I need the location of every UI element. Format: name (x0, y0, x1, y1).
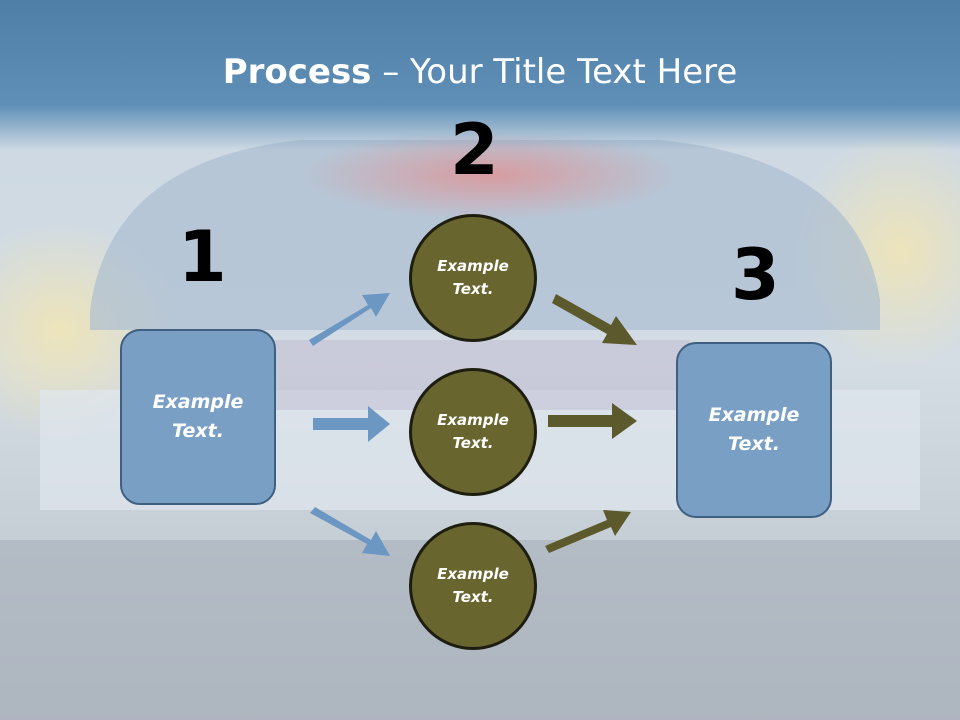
title-band (0, 0, 960, 150)
left-process-box: Example Text. (120, 329, 276, 505)
step-number-3: 3 (731, 234, 780, 316)
circle-middle: Example Text. (409, 368, 537, 496)
right-box-line1: Example (708, 404, 800, 426)
circle-middle-line1: Example (437, 411, 509, 429)
olive-arrows (545, 294, 637, 553)
left-box-line1: Example (152, 391, 244, 413)
circle-bottom-line2: Text. (452, 588, 494, 606)
blue-arrow-right (313, 406, 390, 442)
slide-title: Process – Your Title Text Here (0, 52, 960, 92)
circle-bottom: Example Text. (409, 522, 537, 650)
circle-middle-line2: Text. (452, 434, 494, 452)
circle-bottom-line1: Example (437, 565, 509, 583)
circle-top: Example Text. (409, 214, 537, 342)
blue-arrow-up (309, 293, 390, 346)
blue-arrow-down (310, 507, 390, 556)
title-rest: – Your Title Text Here (371, 52, 738, 92)
title-bold: Process (222, 52, 372, 92)
blue-arrows (309, 293, 390, 556)
olive-arrow-up (545, 510, 631, 553)
right-process-box: Example Text. (676, 342, 832, 518)
step-number-1: 1 (178, 216, 227, 298)
circle-top-line2: Text. (452, 280, 494, 298)
right-box-line2: Text. (728, 433, 780, 455)
olive-arrow-right (548, 403, 637, 439)
olive-arrow-down (552, 294, 637, 345)
step-number-2: 2 (450, 109, 499, 191)
left-box-line2: Text. (172, 420, 224, 442)
circle-top-line1: Example (437, 257, 509, 275)
